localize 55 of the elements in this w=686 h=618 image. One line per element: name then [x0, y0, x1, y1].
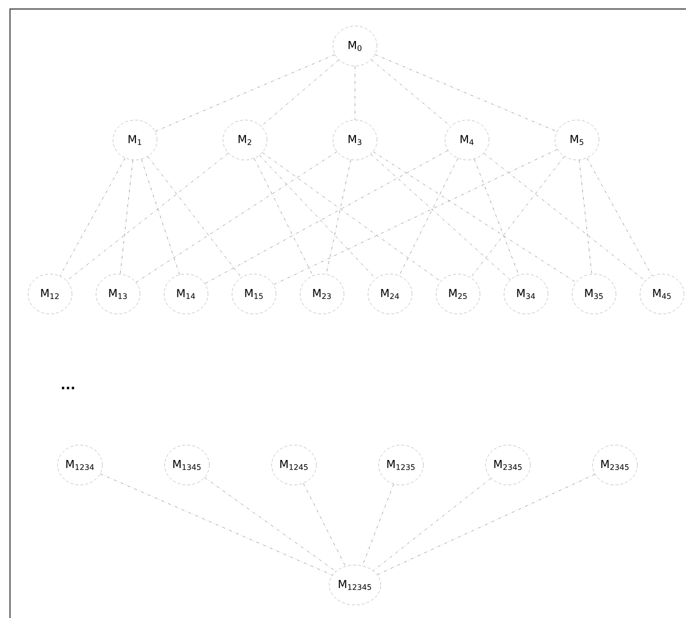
connector-line: [362, 484, 394, 566]
connector-line: [326, 160, 351, 274]
model-node: M$_{1235}$: [378, 444, 424, 486]
connector-line: [148, 156, 242, 278]
connector-line: [372, 151, 576, 283]
model-node: M$_{0}$: [332, 26, 378, 66]
connector-line: [60, 158, 126, 276]
connector-line: [136, 152, 338, 282]
connector-line: [66, 153, 228, 281]
connector-line: [154, 54, 336, 132]
connector-line: [399, 158, 458, 276]
model-node: M$_{3}$: [332, 120, 378, 160]
model-node: M$_{1245}$: [271, 444, 317, 486]
model-node: M$_{25}$: [436, 274, 480, 314]
model-node: M$_{2}$: [222, 120, 268, 160]
connector-line: [100, 474, 333, 576]
connector-line: [579, 160, 592, 274]
model-node: M$_{45}$: [640, 274, 684, 314]
model-node: M$_{13}$: [96, 274, 140, 314]
connector-line: [273, 149, 558, 285]
model-node: M$_{1}$: [112, 120, 158, 160]
connector-line: [204, 477, 336, 572]
connector-line: [484, 153, 646, 281]
model-node: M$_{1234}$: [57, 444, 103, 486]
model-node: M$_{12345}$: [329, 564, 381, 606]
connector-line: [303, 483, 346, 566]
model-node: M$_{24}$: [368, 274, 412, 314]
model-node: M$_{1345}$: [164, 444, 210, 486]
connector-line: [370, 154, 510, 280]
model-node: M$_{5}$: [554, 120, 600, 160]
connector-line: [371, 60, 451, 126]
ellipsis-text: ...: [62, 386, 74, 390]
model-node: M$_{23}$: [300, 274, 344, 314]
connector-line: [120, 160, 133, 274]
connector-line: [374, 54, 558, 132]
model-node: M$_{15}$: [232, 274, 276, 314]
connector-line: [260, 60, 340, 126]
model-node: M$_{12}$: [28, 274, 72, 314]
model-node: M$_{34}$: [504, 274, 548, 314]
model-node: M$_{2345}$: [485, 444, 531, 486]
model-node: M$_{35}$: [572, 274, 616, 314]
model-node: M$_{2345}$: [592, 444, 638, 486]
model-node: M$_{4}$: [444, 120, 490, 160]
connector-line: [254, 158, 313, 276]
model-node: M$_{14}$: [164, 274, 208, 314]
connector-line: [262, 152, 441, 282]
connector-line: [470, 156, 564, 278]
connector-line: [204, 150, 448, 284]
connector-line: [141, 159, 180, 275]
connector-line: [377, 474, 596, 575]
connector-line: [259, 155, 376, 279]
connector-line: [354, 66, 356, 120]
connector-line: [474, 158, 519, 276]
connector-line: [373, 478, 492, 571]
connector-line: [586, 158, 652, 276]
